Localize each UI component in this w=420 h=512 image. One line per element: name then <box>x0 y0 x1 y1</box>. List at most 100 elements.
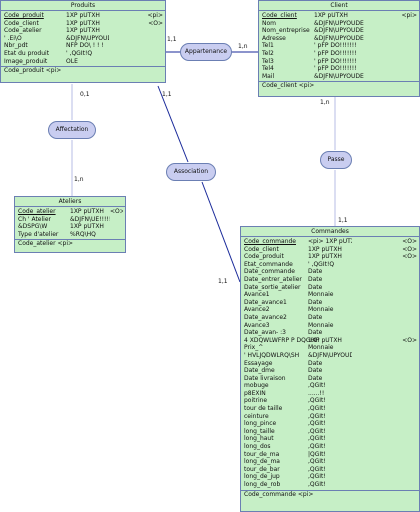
attribute-type: Date <box>308 367 323 375</box>
attribute-key: <pi> <box>401 12 417 19</box>
attribute-type: &DJFN\UPYOUDE9\t.... <box>308 351 352 359</box>
entity-identifier: Code_client <pi> <box>259 81 419 90</box>
attribute-name: Date_avance2 <box>244 313 287 321</box>
attribute-row: Prix_^Monnaie <box>244 344 417 352</box>
attribute-name: long_de_jup <box>244 473 280 481</box>
attribute-row: Avance2 Monnaie <box>244 306 417 314</box>
attribute-row: tour de taille,QGIt! <box>244 405 417 413</box>
attribute-row: Image_produit OLE <box>4 58 163 66</box>
attribute-row: Avance3 Monnaie <box>244 322 417 330</box>
attribute-name: long_de_rob <box>244 481 281 488</box>
cardinality-commandes-passe: 1,1 <box>338 217 348 224</box>
attribute-row: long_pince ,QGIt! <box>244 420 417 428</box>
attribute-name: Date_sortie_atelier <box>244 283 301 291</box>
attribute-type: 1XP pUTXH <box>66 12 100 19</box>
entity-commandes[interactable]: Commandes Code_commande<pi> 1XP pUTXH<O>… <box>240 226 420 512</box>
attribute-type: NFP DO\ ! ! ! <box>66 42 104 50</box>
attribute-type: ,QGIt! <box>308 427 326 435</box>
relation-association[interactable]: Association <box>166 163 216 181</box>
attribute-type: Date <box>308 268 323 276</box>
attribute-name: tour_de_bar <box>244 465 280 473</box>
attribute-key: <O> <box>148 19 163 27</box>
attribute-name: tour_de_ma <box>244 450 280 458</box>
attribute-name: Avance3 <box>244 321 270 329</box>
attribute-row: Type d'atelier%RQ\HQ <box>18 231 123 239</box>
cardinality-ateliers-affectation: 1,n <box>74 176 84 183</box>
attribute-name: Avance2 <box>244 306 270 314</box>
attribute-row: Nom&DJFN\UPYOUDE9\t!!!! <box>262 20 417 28</box>
attribute-name: ' HVLJQDWLRQ\SH <box>244 351 300 359</box>
attribute-type: ,QGIt! <box>308 443 326 451</box>
attribute-name: poitrine <box>244 397 268 405</box>
attribute-type: ,QGIt! <box>308 420 326 428</box>
attribute-type: 1XP pUTXH <box>70 208 104 215</box>
attribute-row: ' .Ei\O&DJFN\UPYOUDE9\t..... <box>4 35 163 43</box>
attribute-row: Essayage Date <box>244 360 417 368</box>
attribute-list: Code_commande<pi> 1XP pUTXH<O>Code_clien… <box>241 237 419 490</box>
attribute-name: Date livraison <box>244 374 286 382</box>
attribute-type: OLE <box>66 57 78 65</box>
attribute-row: tour_de_bar ,QGIt! <box>244 466 417 474</box>
attribute-row: Mail&DJFN\UPYOUDE9\t!!!! <box>262 73 417 81</box>
attribute-type: Date <box>308 275 323 283</box>
attribute-name: Tel1 <box>262 42 274 50</box>
attribute-row: long_haut,QGIt! <box>244 435 417 443</box>
attribute-name: Date_commande <box>244 268 295 276</box>
attribute-type: 1XP pUTXH <box>314 12 348 19</box>
attribute-name: Tel4 <box>262 65 274 73</box>
attribute-name: long_pince <box>244 420 277 428</box>
attribute-type: ' ,QGIt!Q <box>66 49 93 57</box>
attribute-type: &DJFN\UPYOUDE9\t!!!! <box>314 72 364 80</box>
attribute-type: 1XP pUTXH <box>66 19 100 27</box>
relation-affectation[interactable]: Affectation <box>48 121 96 139</box>
attribute-type: ,QGIt! <box>308 405 326 413</box>
attribute-type: Monnaie <box>308 321 334 329</box>
attribute-name: Image_produit <box>4 57 48 65</box>
attribute-type: ......!! <box>308 389 325 397</box>
entity-title: Produits <box>1 1 165 11</box>
entity-identifier: Code_atelier <pi> <box>15 239 125 248</box>
attribute-key: <O> <box>402 245 417 253</box>
attribute-type: 1XP pUTXH <box>308 336 342 344</box>
attribute-name: Nom <box>262 19 277 27</box>
cardinality-produits-appartenance: 1,1 <box>167 36 177 43</box>
entity-title: Commandes <box>241 227 419 237</box>
attribute-name: Mail <box>262 72 275 80</box>
attribute-type: ,QGIt! <box>308 412 326 420</box>
attribute-row: Ch ' Atelier&DJFN\UE!!!!!! <box>18 216 123 224</box>
attribute-type: Date <box>308 313 323 321</box>
entity-identifier: Code_produit <pi> <box>1 66 165 75</box>
attribute-key: <O> <box>402 253 417 261</box>
attribute-type: Monnaie <box>308 306 334 314</box>
attribute-name: Prix_^ <box>244 344 264 352</box>
attribute-row: Tel3' pFP DO!!!!!!! <box>262 58 417 66</box>
attribute-type: ,QGIt! <box>308 397 326 405</box>
attribute-type: Date <box>308 359 323 367</box>
attribute-key: <O> <box>402 238 417 245</box>
attribute-type: ,QGIt! <box>308 465 326 473</box>
attribute-row: long_dos,QGIt! <box>244 443 417 451</box>
attribute-type: ,QGIt! <box>308 481 326 488</box>
attribute-row: Nom_entreprise&DJFN\UPYOUDE9\t!!!! <box>262 27 417 35</box>
relation-passe[interactable]: Passe <box>320 151 352 169</box>
attribute-name: Code_client <box>244 245 279 253</box>
relation-appartenance[interactable]: Appartenance <box>180 43 232 61</box>
attribute-name: Essayage <box>244 359 273 367</box>
attribute-name: ceinture <box>244 412 269 420</box>
attribute-name: Code_client <box>262 12 297 19</box>
attribute-name: p8EXIN <box>244 389 266 397</box>
